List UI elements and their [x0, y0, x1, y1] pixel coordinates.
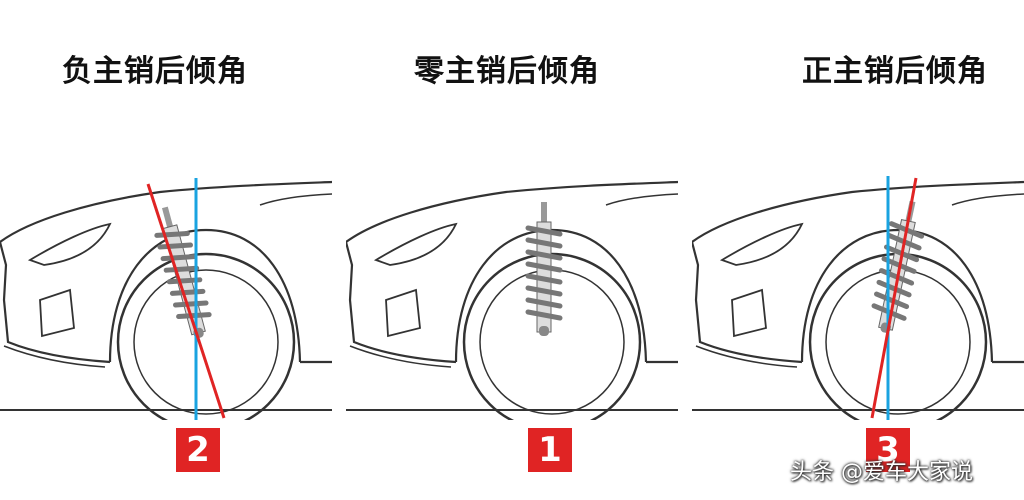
- coil-spring-damper: [528, 202, 560, 336]
- car-body-outline: [346, 182, 678, 367]
- badge-zero: 1: [528, 428, 572, 472]
- source-watermark: 头条 @爱车大家说: [790, 454, 973, 486]
- panel-positive-caster: [692, 150, 1024, 420]
- title-negative-caster: 负主销后倾角: [62, 46, 248, 90]
- wheel: [118, 254, 294, 420]
- panel-negative-caster: [0, 150, 332, 420]
- panel-zero-caster: [346, 150, 678, 420]
- kingpin-axis-line: [872, 178, 916, 418]
- title-zero-caster: 零主销后倾角: [414, 46, 600, 90]
- car-body-outline: [692, 182, 1024, 367]
- car-front-illustration: [692, 150, 1024, 420]
- car-front-illustration: [346, 150, 678, 420]
- title-positive-caster: 正主销后倾角: [802, 46, 988, 90]
- car-front-illustration: [0, 150, 332, 420]
- kingpin-axis-line: [148, 184, 224, 418]
- badge-negative: 2: [176, 428, 220, 472]
